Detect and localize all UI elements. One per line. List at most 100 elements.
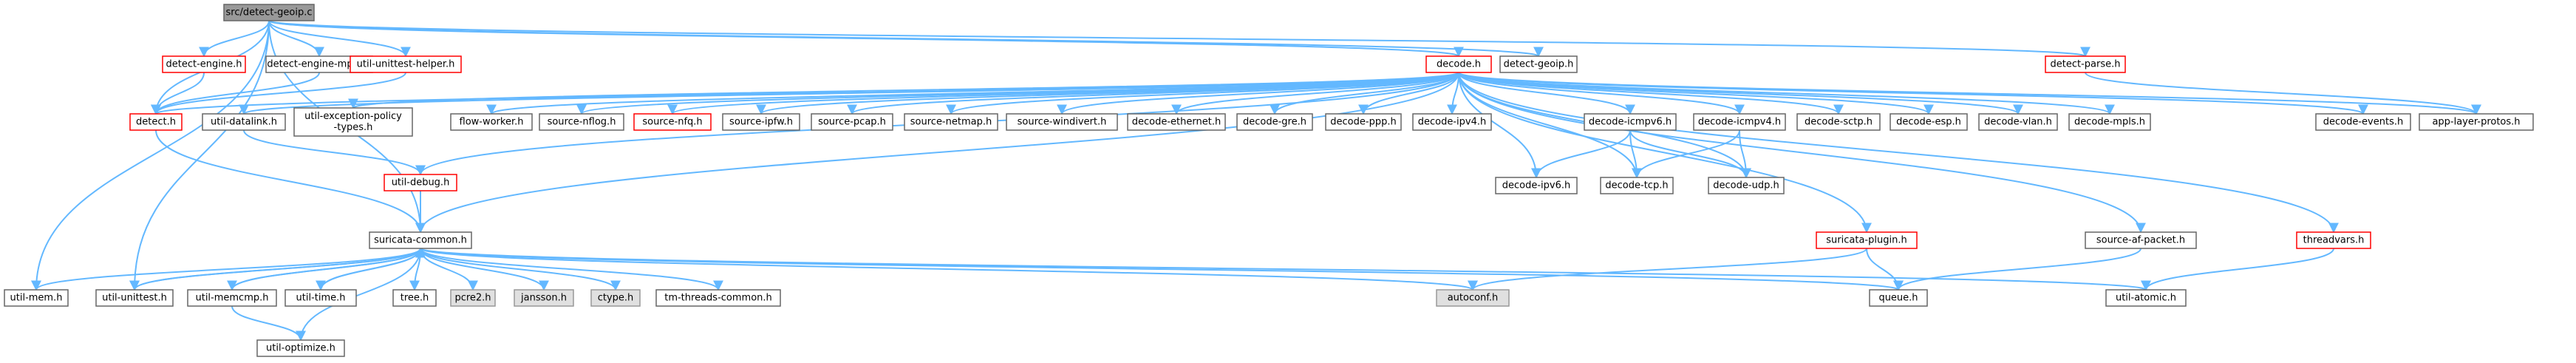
node-source-ipfw[interactable]: source-ipfw.h xyxy=(722,113,800,131)
node-decode-udp[interactable]: decode-udp.h xyxy=(1708,177,1785,194)
edge-root-to-util-unittest xyxy=(129,20,270,291)
node-label: src/detect-geoip.c xyxy=(226,7,313,18)
node-decode-icmpv6[interactable]: decode-icmpv6.h xyxy=(1584,113,1677,131)
node-util-unittest[interactable]: util-unittest.h xyxy=(95,289,174,307)
node-box xyxy=(655,289,781,307)
node-label: util-optimize.h xyxy=(266,343,335,354)
node-decode[interactable]: decode.h xyxy=(1425,55,1492,73)
node-source-windivert[interactable]: source-windivert.h xyxy=(1006,113,1118,131)
node-suricata-plugin[interactable]: suricata-plugin.h xyxy=(1816,231,1918,249)
node-box xyxy=(187,289,277,307)
node-detect-engine-mpm[interactable]: detect-engine-mpm.h xyxy=(265,55,373,73)
node-box xyxy=(293,107,413,137)
node-label: suricata-plugin.h xyxy=(1826,235,1907,246)
node-decode-mpls[interactable]: decode-mpls.h xyxy=(2068,113,2151,131)
node-decode-ipv4[interactable]: decode-ipv4.h xyxy=(1412,113,1492,131)
node-tm-threads-common[interactable]: tm-threads-common.h xyxy=(655,289,781,307)
node-box xyxy=(129,113,183,131)
node-decode-icmpv4[interactable]: decode-icmpv4.h xyxy=(1693,113,1786,131)
node-box xyxy=(1436,289,1510,307)
node-source-nfq[interactable]: source-nfq.h xyxy=(633,113,712,131)
node-app-layer-protos[interactable]: app-layer-protos.h xyxy=(2419,113,2534,131)
node-detect-engine[interactable]: detect-engine.h xyxy=(162,55,246,73)
node-decode-ethernet[interactable]: decode-ethernet.h xyxy=(1127,113,1226,131)
node-label: ctype.h xyxy=(598,293,634,304)
node-source-pcap[interactable]: source-pcap.h xyxy=(811,113,893,131)
node-label: decode-events.h xyxy=(2323,117,2403,128)
node-detect-parse[interactable]: detect-parse.h xyxy=(2045,55,2126,73)
node-label: decode.h xyxy=(1437,59,1481,70)
node-decode-vlan[interactable]: decode-vlan.h xyxy=(1978,113,2058,131)
node-label: pcre2.h xyxy=(454,293,491,304)
edge-decode-icmpv4-to-decode-udp xyxy=(1739,129,1751,179)
edge-suricata-common-to-ctype xyxy=(420,248,621,291)
node-label: detect-parse.h xyxy=(2051,59,2121,70)
node-decode-ppp[interactable]: decode-ppp.h xyxy=(1325,113,1402,131)
node-tree[interactable]: tree.h xyxy=(392,289,437,307)
edge-decode-icmpv6-to-decode-ipv6 xyxy=(1531,129,1631,179)
edge-suricata-plugin-to-autoconf xyxy=(1468,248,1867,291)
edge-decode-to-app-layer-protos xyxy=(1458,72,2481,115)
node-detect[interactable]: detect.h xyxy=(129,113,183,131)
node-util-time[interactable]: util-time.h xyxy=(284,289,357,307)
node-source-netmap[interactable]: source-netmap.h xyxy=(904,113,998,131)
edge-decode-to-decode-icmpv6 xyxy=(1458,72,1635,115)
node-box xyxy=(539,113,624,131)
node-util-optimize[interactable]: util-optimize.h xyxy=(256,339,345,357)
node-flow-worker[interactable]: flow-worker.h xyxy=(450,113,533,131)
edge-suricata-common-to-autoconf xyxy=(420,248,1478,291)
node-queue[interactable]: queue.h xyxy=(1869,289,1928,307)
node-source-af-packet[interactable]: source-af-packet.h xyxy=(2085,231,2197,249)
node-label: util-unittest-helper.h xyxy=(357,59,455,70)
node-decode-events[interactable]: decode-events.h xyxy=(2315,113,2411,131)
edge-threadvars-to-util-atomic xyxy=(2141,248,2334,291)
edge-root-to-util-unittest-helper xyxy=(268,20,411,58)
node-box xyxy=(1978,113,2058,131)
node-box xyxy=(2296,231,2371,249)
node-label: util-time.h xyxy=(296,293,346,304)
node-box xyxy=(2085,231,2197,249)
edge-root-to-detect-geoip xyxy=(268,20,1544,58)
node-detect-geoip[interactable]: detect-geoip.h xyxy=(1499,55,1578,73)
node-util-mem[interactable]: util-mem.h xyxy=(4,289,69,307)
node-pcre2[interactable]: pcre2.h xyxy=(450,289,496,307)
node-util-datalink[interactable]: util-datalink.h xyxy=(202,113,286,131)
node-util-exception-policy[interactable]: util-exception-policy-types.h xyxy=(293,107,413,137)
node-label: util-mem.h xyxy=(10,293,63,304)
edge-decode-to-decode-gre xyxy=(1270,72,1459,115)
node-decode-esp[interactable]: decode-esp.h xyxy=(1890,113,1968,131)
edge-decode-icmpv4-to-decode-tcp xyxy=(1632,129,1740,179)
node-source-nflog[interactable]: source-nflog.h xyxy=(539,113,624,131)
edge-detect-parse-to-app-layer-protos xyxy=(2085,72,2481,115)
node-box xyxy=(1412,113,1492,131)
node-box xyxy=(1869,289,1928,307)
node-label: source-nflog.h xyxy=(548,117,616,128)
node-util-unittest-helper[interactable]: util-unittest-helper.h xyxy=(350,55,462,73)
node-box xyxy=(1425,55,1492,73)
node-jansson[interactable]: jansson.h xyxy=(514,289,574,307)
node-decode-ipv6[interactable]: decode-ipv6.h xyxy=(1495,177,1578,194)
node-label: decode-mpls.h xyxy=(2074,117,2145,128)
node-util-debug[interactable]: util-debug.h xyxy=(384,174,457,191)
node-root[interactable]: src/detect-geoip.c xyxy=(223,4,315,21)
node-decode-sctp[interactable]: decode-sctp.h xyxy=(1796,113,1881,131)
edge-decode-to-suricata-common xyxy=(415,72,1459,234)
node-util-memcmp[interactable]: util-memcmp.h xyxy=(187,289,277,307)
node-util-atomic[interactable]: util-atomic.h xyxy=(2105,289,2187,307)
edge-suricata-common-to-tm-threads-common xyxy=(420,248,723,291)
node-threadvars[interactable]: threadvars.h xyxy=(2296,231,2371,249)
node-label: app-layer-protos.h xyxy=(2432,117,2520,128)
node-box xyxy=(2105,289,2187,307)
node-label: decode-ipv4.h xyxy=(1418,117,1487,128)
node-suricata-common[interactable]: suricata-common.h xyxy=(369,231,472,249)
edge-suricata-common-to-util-mem xyxy=(31,248,421,291)
node-label: source-pcap.h xyxy=(818,117,886,128)
node-ctype[interactable]: ctype.h xyxy=(590,289,641,307)
node-decode-gre[interactable]: decode-gre.h xyxy=(1236,113,1313,131)
node-autoconf[interactable]: autoconf.h xyxy=(1436,289,1510,307)
edge-decode-to-suricata-plugin xyxy=(1458,72,1872,234)
node-box xyxy=(633,113,712,131)
node-label: decode-ethernet.h xyxy=(1132,117,1221,128)
node-label: util-debug.h xyxy=(392,177,450,189)
node-decode-tcp[interactable]: decode-tcp.h xyxy=(1600,177,1674,194)
